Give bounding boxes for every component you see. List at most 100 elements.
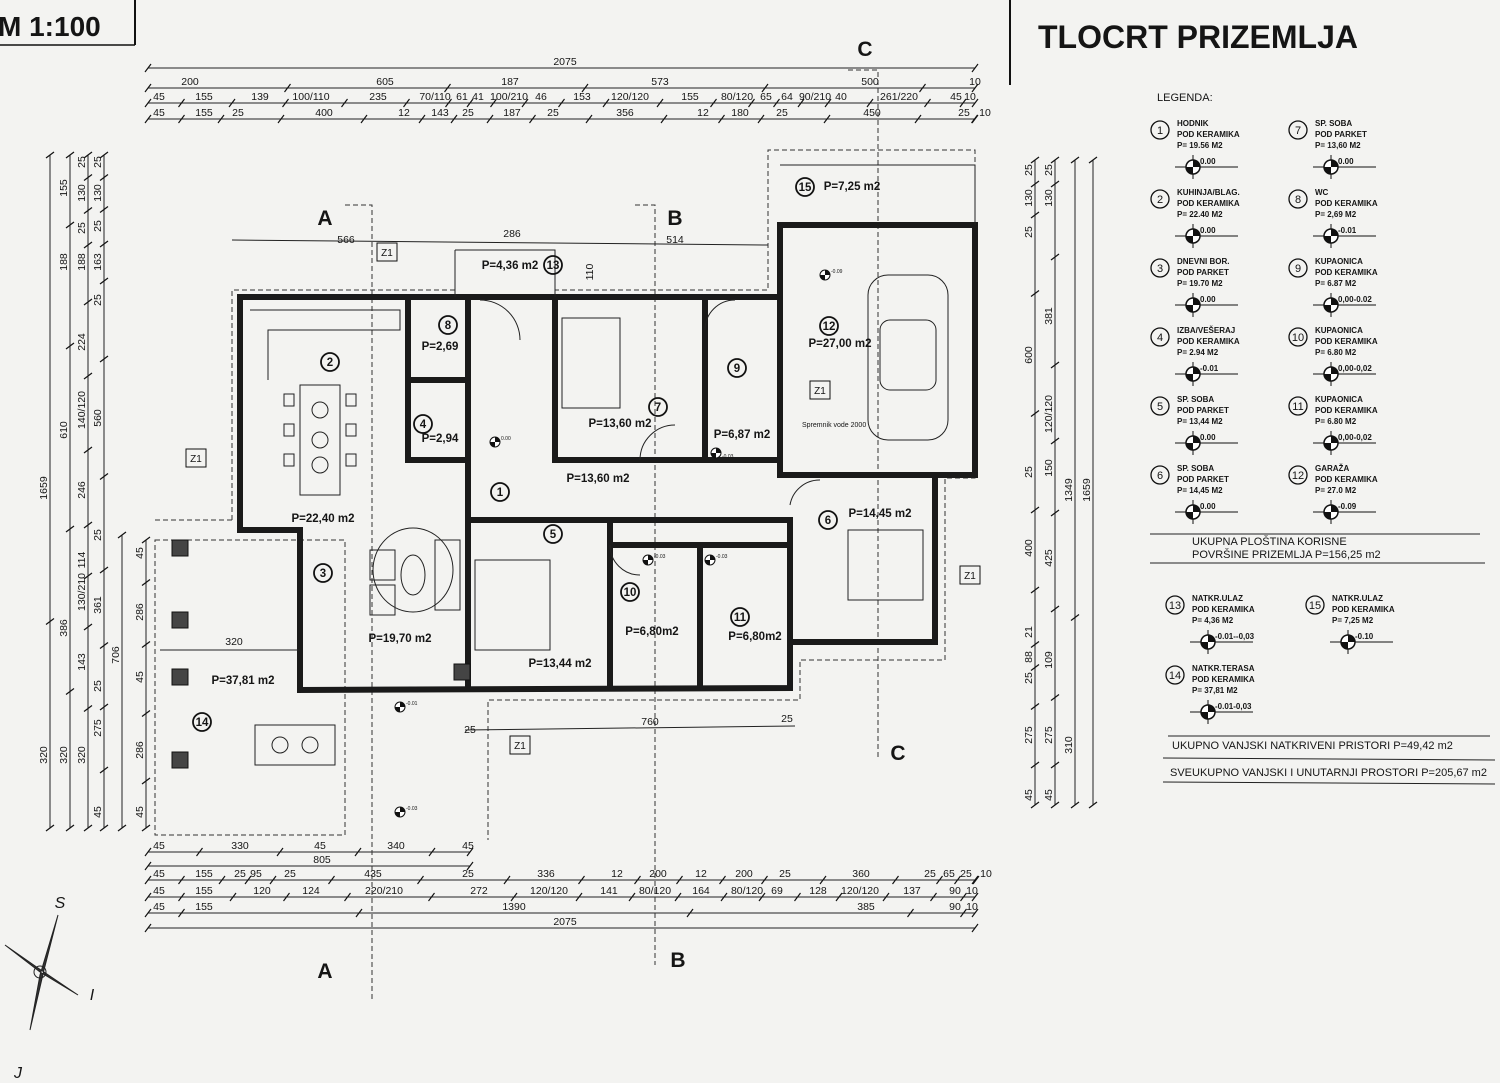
legend-level: 0.00 — [1338, 157, 1354, 166]
car-roof — [879, 319, 937, 391]
room-number-circle — [620, 582, 640, 602]
level-mark-fill — [1201, 705, 1215, 719]
chair — [345, 453, 357, 467]
dimension-tick — [1050, 361, 1060, 369]
plate — [301, 736, 319, 754]
legend-floor: POD PARKET — [1177, 475, 1229, 484]
dimension-tick — [83, 623, 93, 631]
dimension-label: 25 — [960, 868, 972, 880]
dimension-label: 25 — [92, 529, 104, 541]
scale-box: M 1:100 — [0, 0, 136, 46]
section-marker-label: Z1 — [381, 248, 393, 259]
dimension-tick — [99, 566, 109, 574]
legend-floor: POD KERAMIKA — [1177, 337, 1240, 346]
dimension-tick — [99, 355, 109, 363]
column — [171, 668, 189, 686]
dimension-label: 187 — [503, 107, 521, 119]
room-number-circle — [413, 414, 433, 434]
dimension-tick — [466, 98, 474, 108]
dimension-tick — [971, 892, 979, 902]
dimension-label: 188 — [58, 253, 70, 271]
section-marker-z1 — [809, 380, 831, 400]
dimension-label: 25 — [92, 294, 104, 306]
dimension-tick — [757, 114, 765, 124]
level-mark-fill — [1186, 505, 1200, 519]
dimension-label: 130 — [76, 184, 88, 202]
dimension-label: 139 — [251, 91, 269, 103]
dimension-tick — [1070, 156, 1080, 164]
dimension-tick — [676, 875, 683, 885]
dimension-tick — [418, 114, 426, 124]
dimension-label: 90 — [949, 885, 961, 897]
dimension-label: 275 — [92, 719, 104, 737]
room-area: P=14,45 m2 — [849, 508, 912, 520]
dimension-tick — [355, 908, 363, 918]
dimension-label: 573 — [651, 76, 669, 88]
dimension-label: 10 — [980, 868, 992, 880]
room-number-circle — [818, 510, 838, 530]
level-mark-fill — [1324, 298, 1338, 312]
dimension-label: 155 — [195, 91, 213, 103]
dimension-label: 356 — [616, 107, 634, 119]
room-number-circle — [490, 482, 510, 502]
dimension-label: 12 — [398, 107, 410, 119]
dimension-tick — [971, 923, 979, 933]
dimension-label: 275 — [1043, 726, 1055, 744]
dimension-tick — [1030, 664, 1040, 671]
dimension-tick — [656, 98, 664, 108]
room-number-circle — [543, 524, 563, 544]
dimension-label: 64 — [781, 91, 793, 103]
dimension-tick — [773, 98, 780, 108]
level-mark-fill — [820, 270, 830, 280]
legend-room-name: NATKR.ULAZ — [1332, 594, 1383, 603]
dimension-tick — [797, 98, 805, 108]
dimension-tick — [144, 847, 152, 857]
legend-room-name: NATKR.TERASA — [1192, 664, 1255, 673]
dimension-label: 46 — [535, 91, 547, 103]
level-value: -0.03 — [406, 806, 418, 812]
dimension-label: 381 — [1043, 307, 1055, 325]
roof-outline — [155, 149, 976, 840]
legend-number-circle — [1288, 120, 1308, 140]
legend-area: P= 14,45 M2 — [1177, 486, 1223, 495]
room-area: P=19,70 m2 — [369, 633, 432, 645]
dimension-tick — [178, 908, 185, 918]
room-number: 6 — [825, 515, 831, 527]
dimension-tick — [490, 98, 497, 108]
dimension-label: 1390 — [502, 901, 526, 913]
dimension-tick — [269, 875, 277, 885]
dimension-tick — [83, 521, 93, 529]
legend-floor: POD KERAMIKA — [1192, 675, 1255, 684]
section-marker-z1 — [509, 735, 531, 755]
dimension-tick — [282, 98, 289, 108]
dimension-label: 25 — [776, 107, 788, 119]
level-value: -0.03 — [716, 554, 728, 560]
dimension-label: 330 — [231, 840, 249, 852]
dimension-tick — [748, 98, 755, 108]
dimension-tick — [1050, 801, 1060, 809]
interior-wall-wc — [405, 300, 471, 690]
dimension-label: 1349 — [1063, 478, 1075, 502]
dimension-label: 286 — [134, 603, 146, 621]
dimension-label: 95 — [250, 868, 262, 880]
dimension-tick — [930, 892, 937, 902]
section-line-c — [848, 69, 879, 760]
room-number: 15 — [799, 182, 812, 194]
legend-area: P= 19.70 M2 — [1177, 279, 1223, 288]
dimension-tick — [1050, 253, 1060, 261]
dimension-label: 180 — [731, 107, 749, 119]
dimension-tick — [510, 892, 518, 902]
dimension-label: 10 — [964, 91, 976, 103]
legend-number: 6 — [1157, 470, 1163, 482]
dimension-tick — [558, 98, 565, 108]
dimension-tick — [882, 892, 890, 902]
dimension-tick — [217, 114, 225, 124]
dimension-label: 261/220 — [880, 91, 918, 103]
kitchen-counter — [250, 309, 401, 380]
dimension-tick — [99, 473, 109, 480]
level-mark-fill — [1201, 635, 1215, 649]
dimension-tick — [575, 892, 583, 902]
legend-area: P= 22.40 M2 — [1177, 210, 1223, 219]
dimension-tick — [229, 892, 237, 902]
dimension-tick — [83, 372, 93, 380]
